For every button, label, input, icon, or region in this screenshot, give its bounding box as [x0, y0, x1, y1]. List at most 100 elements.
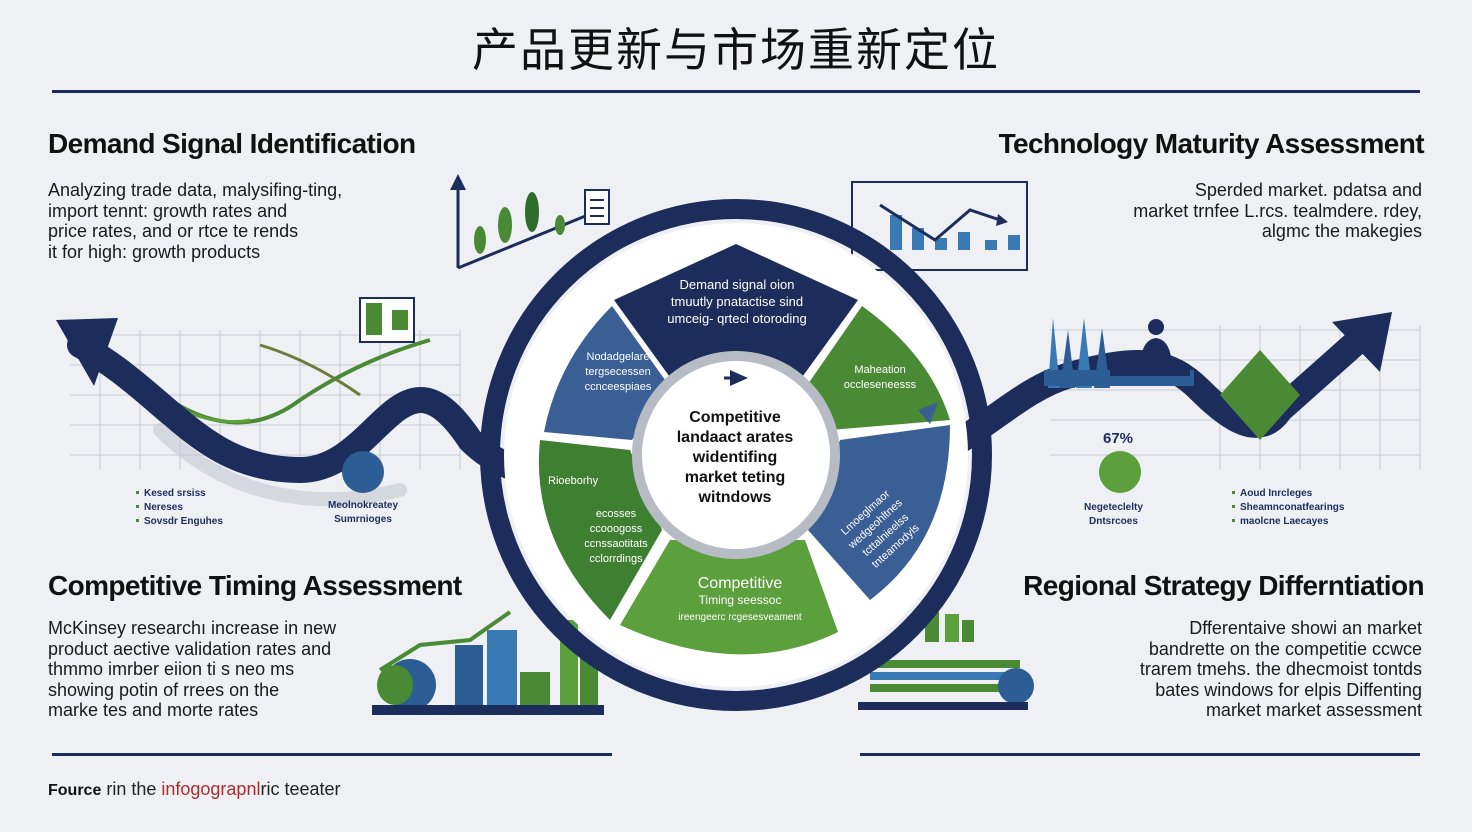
factory-icon [372, 610, 604, 715]
map-icon [359, 297, 415, 343]
text-line: price rates, and or rtce te rends [48, 221, 299, 241]
center-line: Competitive [689, 409, 781, 426]
right-arrowhead-icon [1332, 312, 1392, 372]
segment-line: Competitive [697, 575, 783, 592]
segment-line: cclorrdings [589, 553, 643, 565]
arrow-right-icon [730, 370, 748, 386]
segment-line: ecosses [595, 508, 637, 520]
right-stat-percent: 67% [1103, 430, 1134, 447]
right-stat-caption: Negeteclelty Dntsrcoes [1084, 501, 1143, 529]
globe-icon [858, 612, 1034, 710]
text-line: marke tes and morte rates [48, 700, 259, 720]
segment-line: Maheation [854, 364, 906, 376]
caption-line: Negeteclelty [1084, 502, 1143, 513]
trend-chart-icon [851, 181, 1028, 271]
segment-left-text: Rioeborhy [548, 474, 628, 489]
source-label: Fource [48, 782, 102, 799]
segment-line: tergsecessen [585, 366, 651, 378]
segment-line: Timing seessoc [698, 593, 782, 607]
green-diamond [1220, 350, 1300, 440]
wave-arrow-shadow [153, 423, 407, 507]
bullet-item: Sheamnconatfearings [1240, 502, 1345, 513]
left-arrowhead-icon [56, 318, 118, 386]
city-skyline-icon [1044, 318, 1194, 388]
wheel [480, 199, 992, 711]
text-line: market market assessment [1205, 700, 1422, 720]
segment-upper-left-text: Nodadgelare tergsecessen ccnceespiaes [568, 350, 668, 395]
center-line: market teting [684, 469, 786, 486]
bullet-item: Kesed srsiss [144, 488, 206, 499]
center-line: widentifing [692, 449, 778, 466]
page-title: 产品更新与市场重新定位 [472, 23, 1000, 77]
segment-top [614, 244, 858, 380]
text-timing: McKinsey researchı increase in new produ… [48, 618, 336, 721]
segment-upper-right [808, 306, 950, 430]
source-text: rin the [101, 779, 162, 799]
segment-right [808, 425, 950, 600]
segment-left-text-2: ecosses ccooogoss ccnssaotitats cclorrdi… [566, 507, 666, 567]
text-tech: Sperded market. pdatsa and market trnfee… [1133, 180, 1422, 242]
center-line: landaact arates [676, 429, 794, 446]
text-line: it for high: growth products [48, 241, 261, 262]
bar-chart-icon [450, 174, 606, 270]
right-stat-bullets: Aoud Inrcleges Sheamnconatfearings maolc… [1240, 487, 1344, 529]
left-olive-trend [259, 343, 361, 397]
heading-demand: Demand Signal Identification [48, 128, 416, 159]
text-line: Sperded market. pdatsa and [1194, 180, 1422, 200]
segment-line: Nodadgelare [586, 351, 650, 363]
source-highlight: infogograpnl [161, 779, 261, 799]
heading-regional: Regional Strategy Differntiation [1023, 570, 1424, 601]
text-line: bandrette on the competitie ccwce [1148, 638, 1422, 659]
segment-upper-left [544, 306, 668, 440]
heading-timing: Competitive Timing Assessment [48, 570, 462, 601]
bullet-markers [136, 491, 1235, 522]
wheel-center-text: Competitive landaact arates widentifing … [650, 408, 820, 508]
text-line: trarem tmehs. the dhecmoist tontds [1139, 659, 1422, 679]
segment-line: ireengeerc rcgesesveament [678, 612, 802, 623]
source-note: Fource rin the infogograpnlric teeater [48, 779, 341, 800]
segment-line: umceig- qrtecl otoroding [667, 311, 807, 326]
segment-line: Demand signal oion [679, 277, 795, 292]
text-regional: Dfferentaive showi an market bandrette o… [1140, 618, 1422, 721]
text-line: showing potin of rrees on the [48, 679, 280, 700]
center-line: witndows [698, 489, 772, 506]
right-stat-circle [1099, 451, 1141, 493]
bullet-item: Aoud Inrcleges [1240, 488, 1313, 499]
segment-line: ccooogoss [589, 523, 643, 535]
text-line: McKinsey researchı increase in new [48, 618, 337, 638]
segment-line: Rioeborhy [548, 475, 599, 487]
caption-line: Sumrnioges [334, 514, 392, 525]
bullet-item: Sovsdr Enguhes [144, 516, 223, 527]
segment-line: ccnssaotitats [584, 538, 648, 550]
text-line: import tennt: growth rates and [48, 200, 288, 221]
text-line: bates windows for elpis Diffenting [1155, 679, 1422, 700]
segment-line: occleseneesss [843, 379, 917, 391]
segment-line: tmuutly pnatactise sind [670, 294, 804, 309]
left-stat-percent: 43% [349, 430, 380, 447]
left-stat-bullets: Kesed srsiss Nereses Sovsdr Enguhes [144, 487, 223, 529]
clipboard-icon [584, 189, 610, 225]
bottom-left-rule [52, 753, 612, 756]
segment-bottom [620, 540, 838, 655]
segment-top-text: Demand signal oion tmuutly pnatactise si… [662, 276, 812, 327]
top-rule [52, 90, 1420, 93]
bullet-item: maolcne Laecayes [1240, 516, 1329, 527]
text-demand: Analyzing trade data, malysifing-ting, i… [48, 180, 342, 262]
person-at-desk-icon [1110, 319, 1190, 376]
heading-tech: Technology Maturity Assessment [998, 128, 1425, 159]
left-stat-caption: Meolnokreatey Sumrnioges [328, 499, 398, 527]
left-stat-circle [342, 451, 384, 493]
segment-upper-right-text: Maheation occleseneesss [830, 363, 930, 393]
caption-line: Meolnokreatey [328, 500, 399, 511]
text-line: Analyzing trade data, malysifing-ting, [48, 180, 343, 200]
segment-bottom-text: Competitive Timing seessoc ireengeerc rc… [660, 575, 820, 626]
bottom-right-rule [860, 753, 1420, 756]
text-line: thmmo imrber eiion ti s neo ms [48, 659, 295, 679]
bullet-item: Nereses [144, 502, 183, 513]
segment-line: ccnceespiaes [584, 381, 652, 393]
segment-left [538, 440, 662, 620]
text-line: Dfferentaive showi an market [1189, 618, 1422, 638]
text-line: product aective validation rates and [48, 638, 332, 659]
text-line: market trnfee L.rcs. tealmdere. rdey, [1133, 200, 1422, 221]
